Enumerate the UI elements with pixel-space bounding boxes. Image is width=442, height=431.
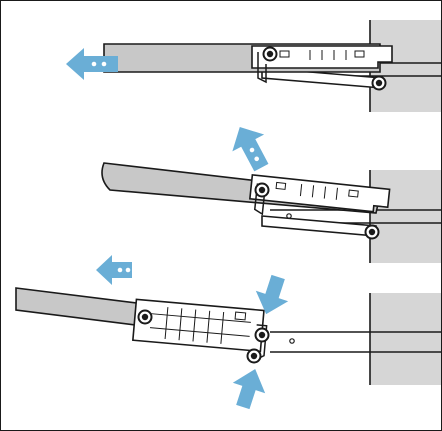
fixed-bar [270,331,441,353]
screw-icon [364,224,380,240]
screw-icon [262,46,278,62]
bracket [131,298,268,362]
screw-icon [246,348,262,364]
step-1 [66,20,441,112]
wall-section [370,293,441,385]
arrow-left-icon [66,48,118,80]
screw-icon [371,75,387,91]
screw-icon [254,182,270,198]
wall-section [370,20,441,112]
hinge-link [261,215,377,237]
wall-section [370,170,441,263]
screw-icon [254,327,270,343]
screw-icon [137,309,153,325]
arrow-down-icon [255,274,289,315]
step-2 [101,127,441,263]
bracket [248,174,391,216]
bracket [251,45,393,84]
step-3 [15,255,441,410]
arrow-up-icon [232,368,266,410]
arrow-up-right-icon [232,127,269,172]
arrow-left-icon [96,255,132,285]
